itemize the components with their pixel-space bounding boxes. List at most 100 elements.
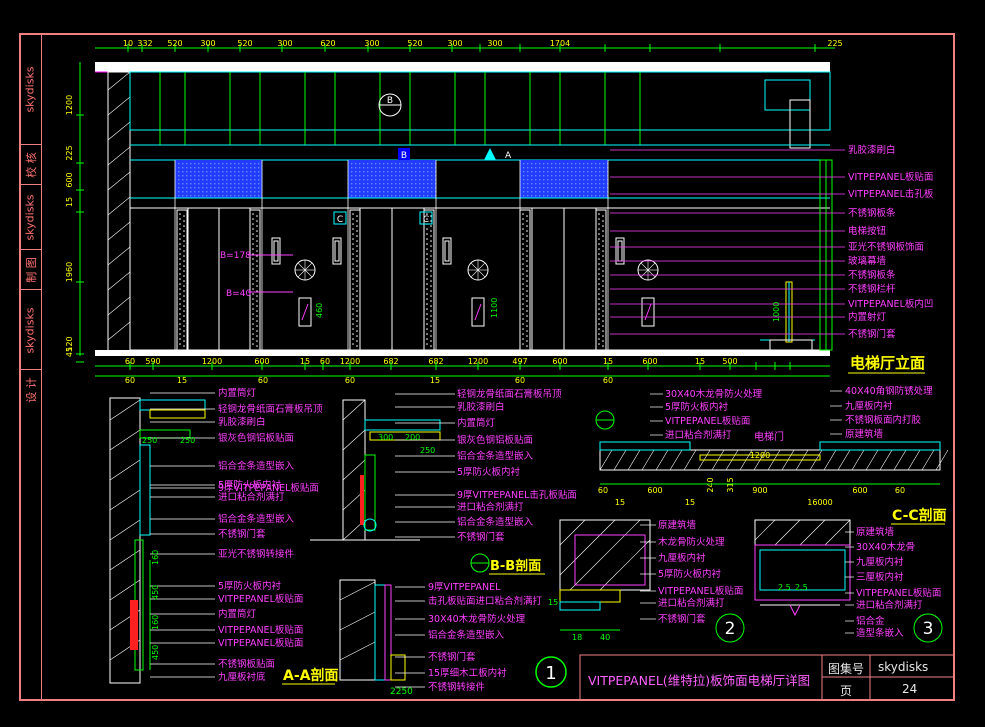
perforation-dot (351, 191, 353, 193)
perforation-dot (222, 183, 224, 185)
section-a-label: 5厚防火板内衬 (218, 580, 282, 592)
perforation-dot (355, 195, 357, 197)
perforation-dot (579, 175, 581, 177)
perforation-dot (411, 171, 413, 173)
perforation-dot (535, 167, 537, 169)
speckle (183, 300, 185, 302)
perforation-dot (363, 195, 365, 197)
perforation-dot (407, 167, 409, 169)
perforation-dot (178, 171, 180, 173)
perforation-dot (551, 167, 553, 169)
perforation-dot (375, 191, 377, 193)
section-b2-detail: 9厚VITPEPANEL击孔板贴面进口粘合剂满打30X40木龙骨防火处理铝合金条… (339, 579, 543, 697)
speckle (526, 325, 528, 327)
perforation-dot (535, 171, 537, 173)
fan-blade (640, 262, 649, 271)
speckle (522, 258, 524, 260)
perforation-dot (579, 183, 581, 185)
speckle (602, 290, 604, 292)
perforation-dot (367, 163, 369, 165)
perforation-dot (234, 163, 236, 165)
perforation-dot (431, 195, 433, 197)
hatch-line (851, 449, 865, 471)
perforation-dot (254, 183, 256, 185)
perforation-dot (190, 175, 192, 177)
call-button-panel (298, 297, 312, 327)
perforation-dot (379, 183, 381, 185)
perforation-dot (226, 183, 228, 185)
perforation-dot (423, 167, 425, 169)
hatch-line (879, 449, 893, 471)
perforation-dot (355, 167, 357, 169)
speckle (183, 310, 185, 312)
speckle (430, 290, 432, 292)
speckle (352, 263, 354, 265)
top-dim: 520 (237, 39, 252, 48)
perforation-dot (547, 191, 549, 193)
perforation-dot (383, 163, 385, 165)
perforation-dot (567, 175, 569, 177)
section-a-label: VITPEPANEL板贴面 (218, 593, 303, 605)
perforation-dot (411, 195, 413, 197)
hatch-line (641, 449, 655, 471)
elevation-label: 不锈钢板条 (848, 269, 896, 281)
top-dim: 520 (167, 39, 182, 48)
speckle (522, 298, 524, 300)
perforation-dot (242, 163, 244, 165)
perforation-dot (351, 171, 353, 173)
speckle (430, 270, 432, 272)
speckle (252, 228, 254, 230)
perforation-dot (411, 175, 413, 177)
perforation-dot (226, 195, 228, 197)
perforation-dot (190, 191, 192, 193)
top-dim: 332 (137, 39, 152, 48)
speckle (522, 253, 524, 255)
perforation-dot (371, 171, 373, 173)
section-b-label: 9厚VITPEPANEL击孔板贴面 (457, 489, 577, 501)
perforation-dot (423, 163, 425, 165)
perforation-dot (222, 195, 224, 197)
perforation-dot (427, 195, 429, 197)
perforation-dot (178, 195, 180, 197)
perforation-dot (226, 191, 228, 193)
speckle (352, 233, 354, 235)
perforation-dot (383, 179, 385, 181)
perforation-dot (527, 175, 529, 177)
speckle (426, 313, 428, 315)
perforation-dot (539, 191, 541, 193)
perforation-dot (367, 191, 369, 193)
perforation-dot (411, 179, 413, 181)
perforation-dot (571, 183, 573, 185)
perforation-dot (423, 187, 425, 189)
speckle (426, 323, 428, 325)
perforation-dot (359, 179, 361, 181)
speckle (356, 285, 358, 287)
perforation-dot (547, 163, 549, 165)
perforation-dot (238, 179, 240, 181)
detail-2: 原建筑墙木龙骨防火处理九厘板内衬5厚防火板内衬VITPEPANEL板贴面进口粘合… (548, 519, 745, 643)
perforation-dot (567, 183, 569, 185)
speckle (356, 280, 358, 282)
perforation-dot (379, 187, 381, 189)
fan-blade (647, 269, 656, 278)
perforation-dot (591, 195, 593, 197)
speckle (598, 273, 600, 275)
perforation-dot (395, 183, 397, 185)
speckle (522, 218, 524, 220)
perforation-dot (242, 191, 244, 193)
speckle (352, 338, 354, 340)
perforation-dot (194, 163, 196, 165)
perforation-dot (555, 171, 557, 173)
perforation-dot (411, 163, 413, 165)
perforation-dot (214, 179, 216, 181)
speckle (352, 303, 354, 305)
perforation-dot (230, 187, 232, 189)
speckle (183, 325, 185, 327)
elevation-label: 电梯按钮 (848, 225, 887, 237)
bottom-dim: 15 (300, 357, 310, 366)
speckle (183, 270, 185, 272)
perforation-dot (531, 163, 533, 165)
perforation-dot (379, 191, 381, 193)
perforation-dot (391, 167, 393, 169)
perforation-dot (246, 191, 248, 193)
